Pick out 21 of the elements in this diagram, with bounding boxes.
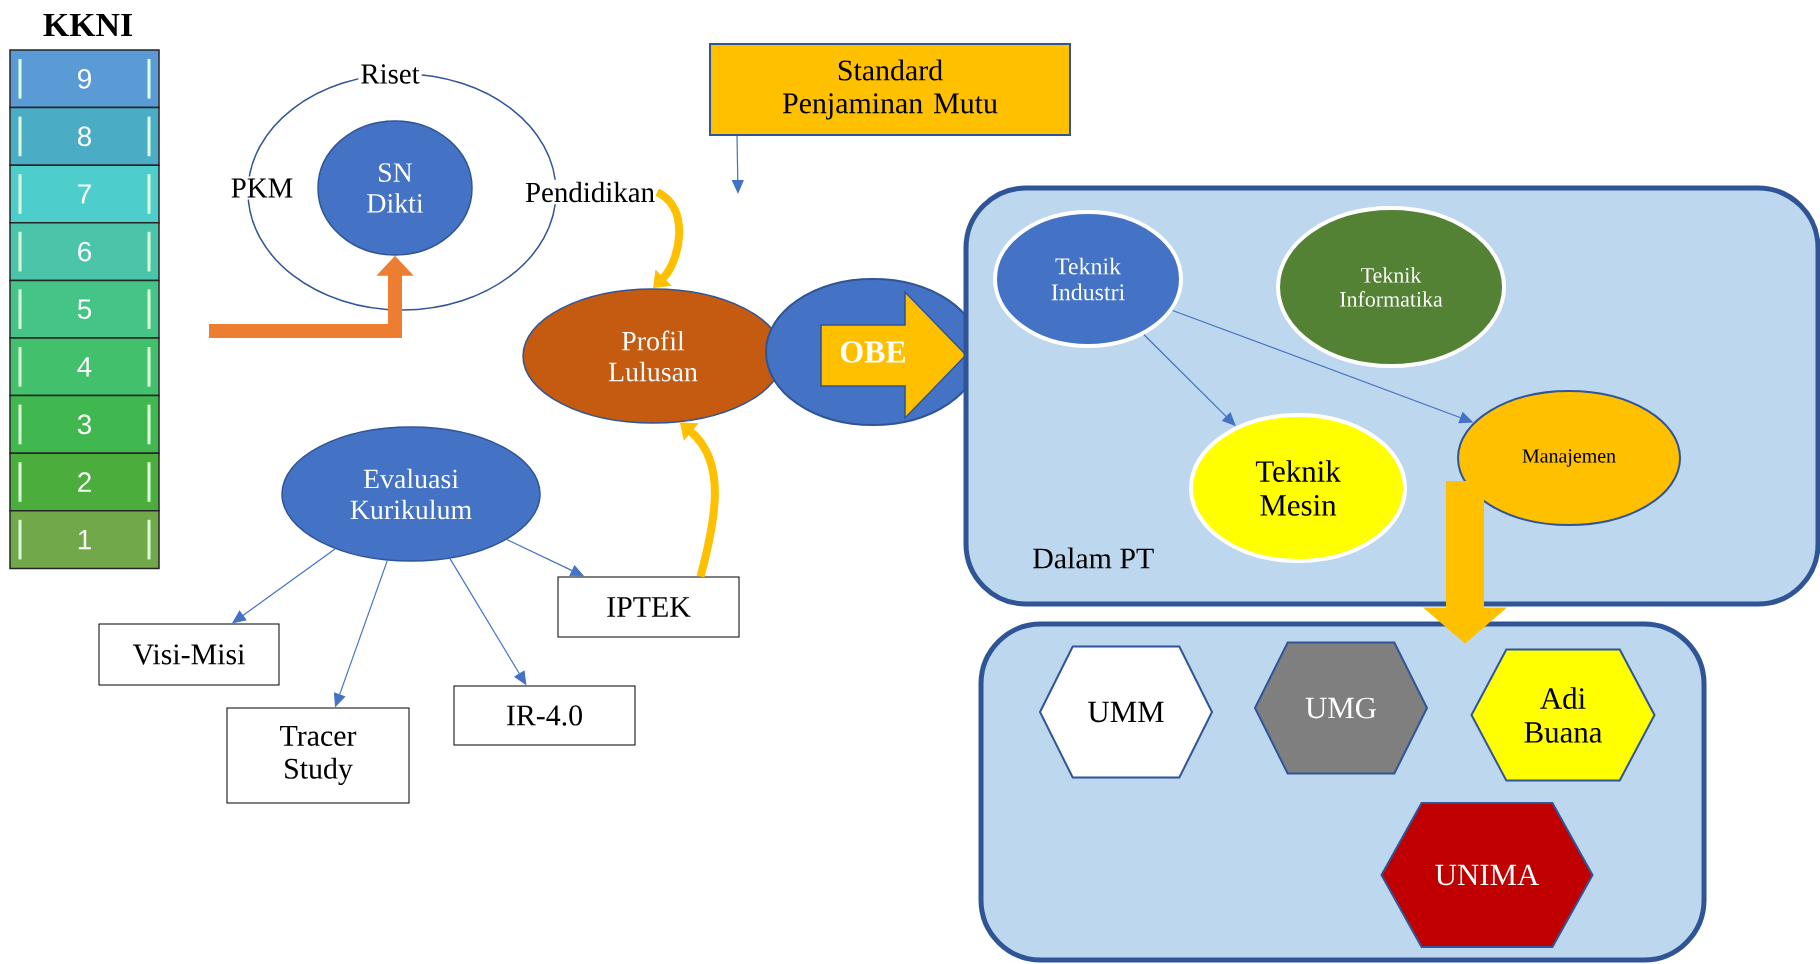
university-hexagon: Adi Buana: [1470, 648, 1656, 782]
topic-box: IR-4.0: [453, 685, 636, 746]
level-box: 8: [9, 106, 160, 166]
topic-box: IPTEK: [557, 576, 740, 638]
arrow: [731, 135, 744, 194]
university-hexagon: UNIMA: [1380, 802, 1594, 948]
ring-label: Pendidikan: [523, 179, 657, 205]
level-box: 6: [9, 222, 160, 282]
level-box: 9: [9, 49, 160, 109]
ring-label: Riset: [358, 62, 422, 86]
level-box: 4: [9, 337, 160, 397]
level-box: 5: [9, 279, 160, 339]
standard-box: Standard Penjaminan Mutu: [709, 43, 1071, 136]
topic-box: Visi-Misi: [98, 623, 280, 686]
topic-box: Tracer Study: [226, 707, 410, 804]
level-box: 1: [9, 510, 160, 570]
level-box: 7: [9, 164, 160, 224]
level-box: 3: [9, 394, 160, 454]
level-box: 2: [9, 452, 160, 512]
ring-label: PKM: [228, 176, 296, 200]
heading: KKNI: [40, 11, 136, 39]
